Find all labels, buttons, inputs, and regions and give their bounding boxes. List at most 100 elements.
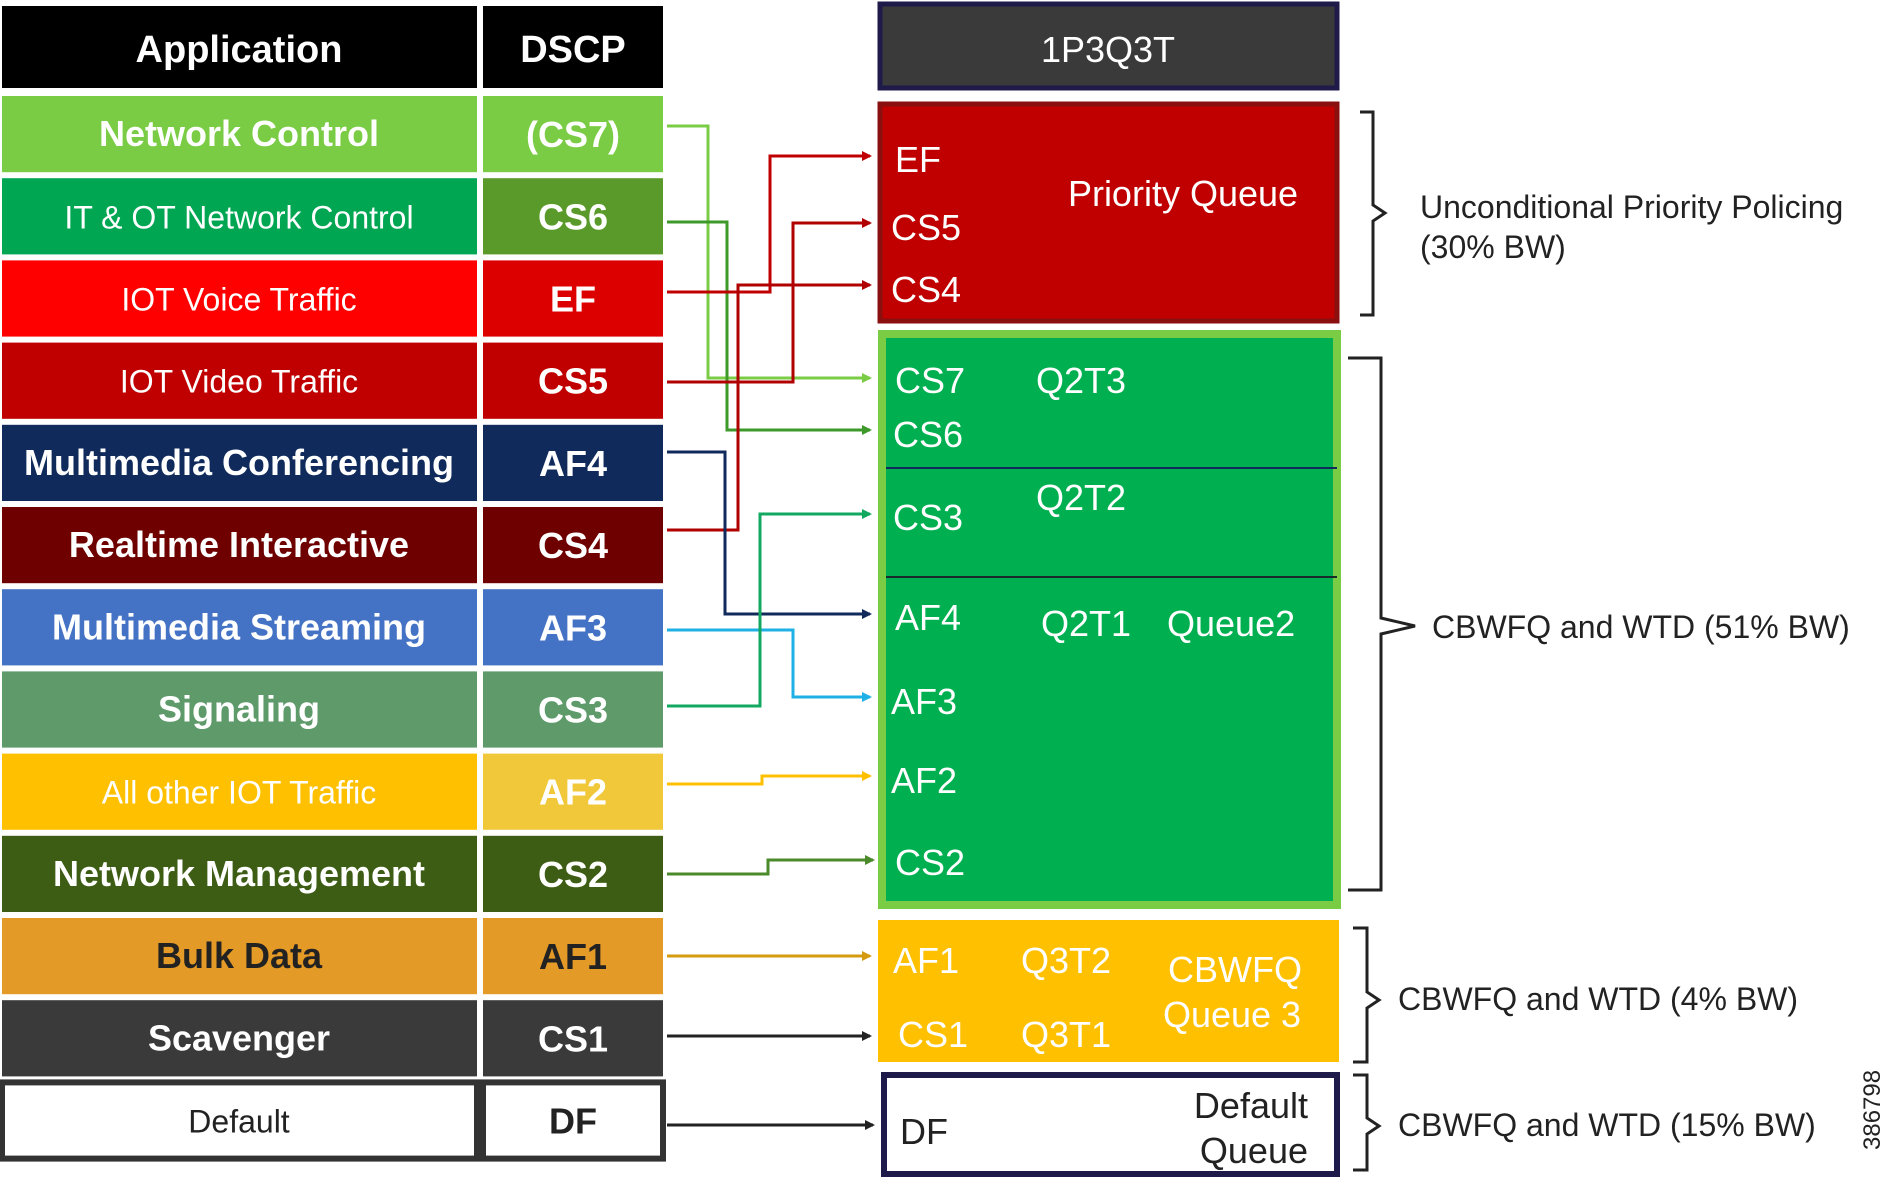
braces [1348, 110, 1416, 1172]
pq-class-cs5: CS5 [891, 207, 961, 248]
dscp-cell [483, 260, 663, 337]
application-cell [0, 1079, 480, 1162]
dscp-cell [483, 342, 663, 419]
application-name: IOT Voice Traffic [121, 282, 356, 318]
q3-class-af1: AF1 [893, 940, 959, 981]
arrow-af2 [667, 771, 872, 786]
queue3-box [878, 920, 1339, 1062]
dscp-cell [483, 424, 663, 501]
application-name: Realtime Interactive [69, 524, 409, 565]
dscp-value: AF3 [539, 607, 607, 648]
q2-threshold-t3: Q2T3 [1036, 360, 1126, 401]
application-header: Application [136, 29, 343, 71]
application-cell [2, 342, 477, 419]
dscp-header-cell [483, 6, 663, 88]
application-name: IT & OT Network Control [64, 199, 413, 235]
annotation-default: CBWFQ and WTD (15% BW) [1398, 1107, 1816, 1143]
q2-class-af2: AF2 [891, 760, 957, 801]
application-cell [2, 918, 477, 995]
priority-queue-title: Priority Queue [1068, 173, 1298, 214]
brace-queue2 [1348, 356, 1416, 892]
q3-threshold-t1: Q3T1 [1021, 1014, 1111, 1055]
application-name: Network Control [99, 113, 379, 154]
application-cell [2, 507, 477, 584]
application-cell [2, 835, 477, 912]
annotation-priority-line2: (30% BW) [1420, 229, 1566, 265]
queue3-title-line1: CBWFQ [1168, 949, 1302, 990]
dscp-cell [483, 178, 663, 255]
annotation-priority-line1: Unconditional Priority Policing [1420, 189, 1843, 225]
dscp-cell [483, 96, 663, 173]
queue3-title-line2: Queue 3 [1163, 994, 1301, 1035]
pq-class-ef: EF [895, 139, 941, 180]
q3-class-cs1: CS1 [898, 1014, 968, 1055]
dscp-cell [480, 1079, 666, 1162]
brace-queue3 [1353, 926, 1382, 1064]
q2-class-cs3: CS3 [893, 497, 963, 538]
arrow-cs4 [667, 280, 872, 532]
dscp-value: CS5 [538, 361, 608, 402]
dscp-cell [483, 835, 663, 912]
routing-arrows [667, 124, 875, 1130]
application-cell [2, 1000, 477, 1077]
dscp-value: EF [550, 279, 596, 320]
brace-priority [1360, 110, 1388, 317]
dscp-header: DSCP [520, 29, 626, 71]
annotation-queue3: CBWFQ and WTD (4% BW) [1398, 981, 1798, 1017]
application-cell [2, 260, 477, 337]
dscp-value: (CS7) [526, 114, 620, 155]
arrow-cs2 [667, 855, 875, 876]
annotation-queue2: CBWFQ and WTD (51% BW) [1432, 609, 1850, 645]
application-header-cell [2, 6, 477, 88]
application-name: Default [188, 1104, 290, 1140]
brace-default [1353, 1073, 1382, 1172]
queue2-title: Queue2 [1167, 603, 1295, 644]
dscp-cell [483, 507, 663, 584]
dq-class-df: DF [900, 1111, 948, 1152]
default-queue-title-line1: Default [1194, 1085, 1308, 1126]
arrow-ef [667, 151, 872, 294]
application-rows: Network Control (CS7) IT & OT Network Cont… [0, 96, 666, 1162]
arrow-af3 [667, 628, 872, 702]
application-name: Network Management [53, 853, 425, 894]
dscp-value: AF2 [539, 772, 607, 813]
q3-threshold-t2: Q3T2 [1021, 940, 1111, 981]
application-cell [2, 589, 477, 666]
application-name: All other IOT Traffic [102, 775, 376, 811]
q2-threshold-t2: Q2T2 [1036, 477, 1126, 518]
application-cell [2, 753, 477, 830]
dscp-value: CS6 [538, 196, 608, 237]
arrow-cs3 [667, 509, 872, 708]
dscp-value: AF4 [539, 443, 607, 484]
application-name: Scavenger [148, 1017, 330, 1058]
application-name: IOT Video Traffic [120, 364, 358, 400]
application-name: Multimedia Conferencing [24, 442, 454, 483]
application-cell [2, 424, 477, 501]
figure-id: 386798 [1859, 1070, 1886, 1150]
q2-class-cs6: CS6 [893, 414, 963, 455]
q2-class-af4: AF4 [895, 597, 961, 638]
dscp-cell [483, 671, 663, 748]
dscp-cell [483, 918, 663, 995]
q2-class-cs7: CS7 [895, 360, 965, 401]
dscp-value: CS4 [538, 525, 608, 566]
default-queue-title-line2: Queue [1200, 1130, 1308, 1171]
application-name: Signaling [158, 689, 320, 730]
q2-threshold-t1: Q2T1 [1041, 603, 1131, 644]
queue2-box [878, 330, 1341, 909]
dscp-value: CS2 [538, 854, 608, 895]
q2-class-cs2: CS2 [895, 842, 965, 883]
arrow-cs6 [667, 220, 872, 435]
dscp-value: AF1 [539, 936, 607, 977]
arrow-cs7 [667, 124, 872, 383]
dscp-cell [483, 589, 663, 666]
dscp-value: DF [549, 1101, 597, 1142]
q2-class-af3: AF3 [891, 681, 957, 722]
application-name: Multimedia Streaming [52, 606, 426, 647]
default-queue-box [881, 1072, 1340, 1177]
application-name: Bulk Data [156, 935, 323, 976]
arrow-af4 [667, 450, 872, 619]
application-cell [2, 671, 477, 748]
